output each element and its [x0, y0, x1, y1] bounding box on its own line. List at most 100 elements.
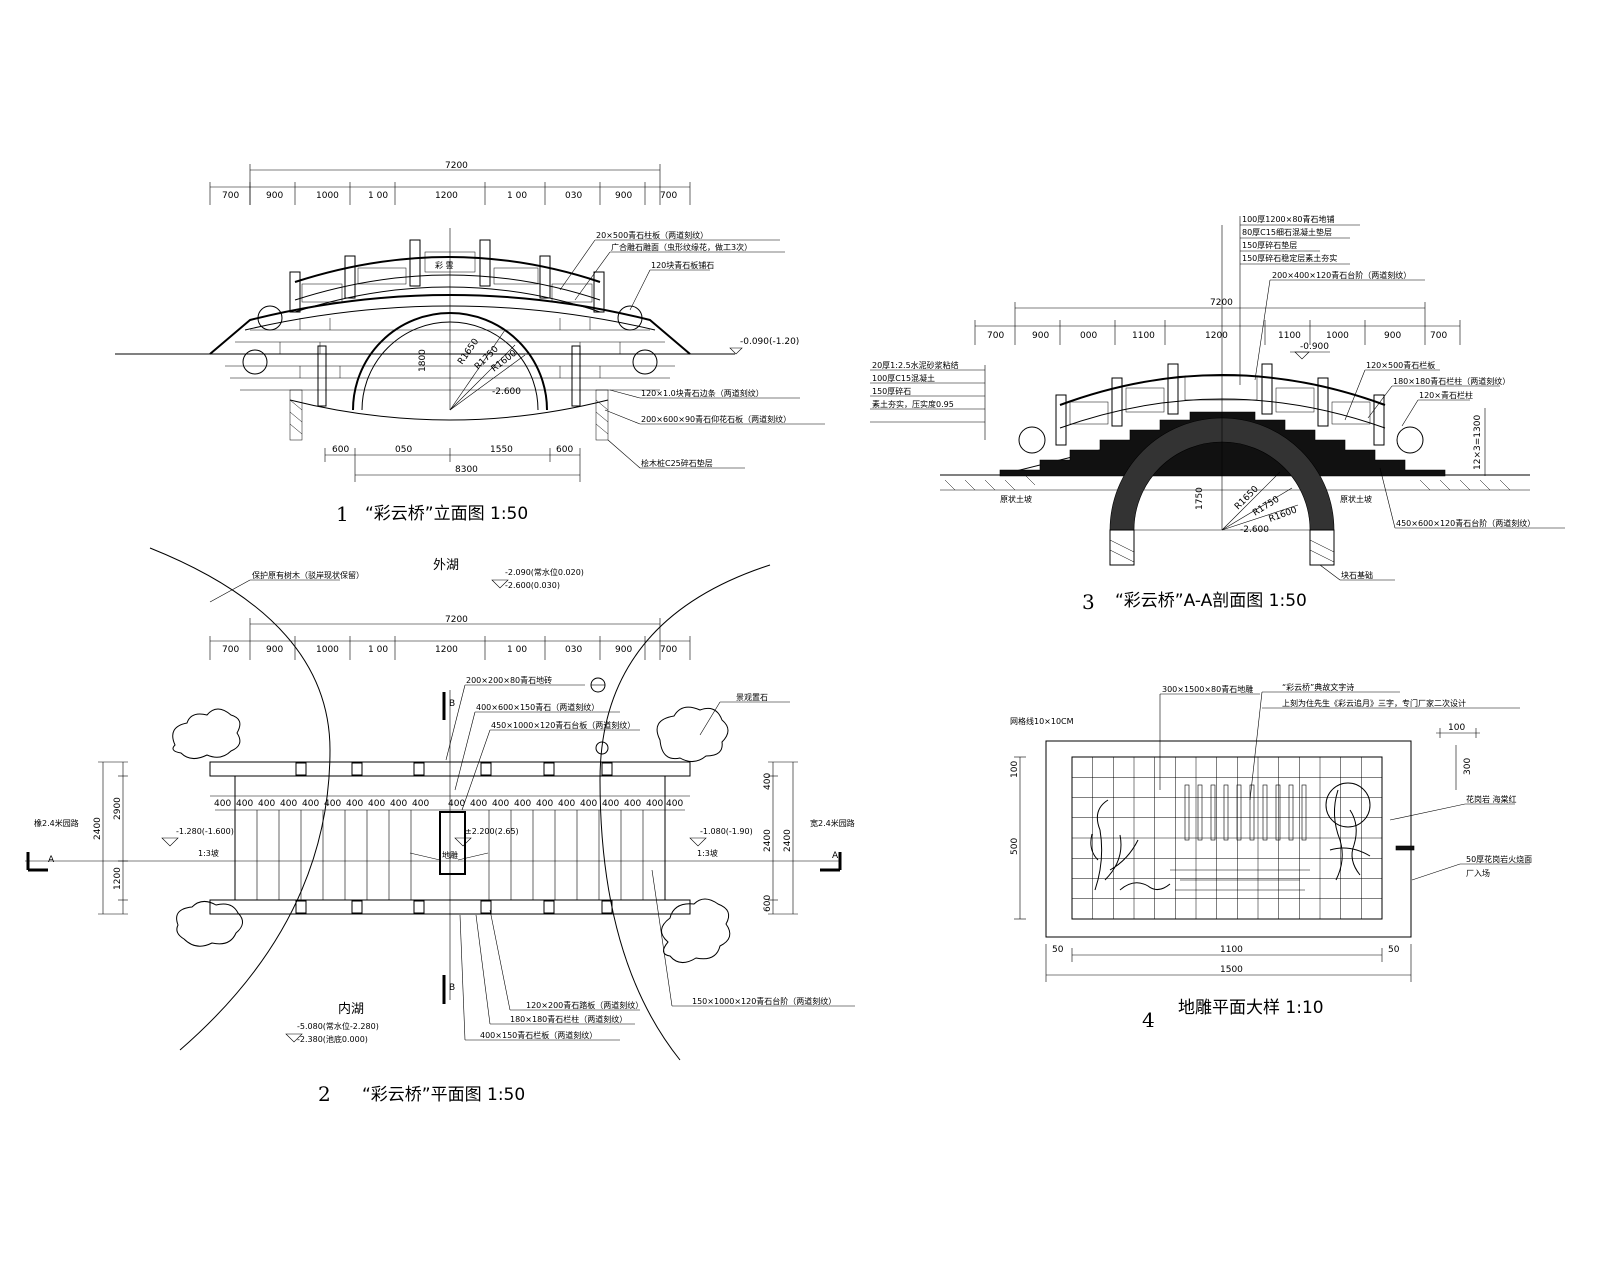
elev-dim-1: 900 — [266, 191, 283, 201]
plan-dim-8: 700 — [660, 645, 677, 655]
sect-b-top: B — [449, 699, 455, 709]
elev-bdim-2: 1550 — [490, 445, 513, 455]
sect-dim-6: 1000 — [1326, 331, 1349, 341]
section-top-total: 7200 — [1210, 298, 1233, 308]
plan-outer-lake: 外湖 — [433, 558, 459, 573]
plan-number: 2 — [318, 1082, 331, 1106]
elev-dim-5: 1 00 — [507, 191, 527, 201]
bal-dim-18: 400 — [624, 799, 641, 809]
sect-dim-4: 1200 — [1205, 331, 1228, 341]
plan-level-left: -1.280(-1.600) — [176, 827, 234, 836]
plan-inner-level-0: -5.080(常水位-2.280) — [297, 1021, 379, 1031]
carving-small-right: 50 — [1388, 945, 1400, 955]
elev-level-water: -2.600 — [492, 387, 521, 397]
elevation-drawing: 7200 700 900 1000 1 00 1200 1 00 030 900… — [115, 161, 825, 526]
sect-b-bottom: B — [449, 983, 455, 993]
plan-side-left-2: 1200 — [113, 867, 123, 890]
plan-label-left: 橡2.4米园路 — [34, 818, 79, 828]
elev-dim-7: 900 — [615, 191, 632, 201]
plan-side-left-0: 2400 — [93, 817, 103, 840]
sect-dim-7: 900 — [1384, 331, 1401, 341]
bal-dim-13: 400 — [514, 799, 531, 809]
elev-btotal: 8300 — [455, 465, 478, 475]
carving-note-3: 花岗岩 海棠红 — [1466, 794, 1517, 804]
elevation-number: 1 — [336, 502, 349, 526]
elevation-title: “彩云桥”立面图 1:50 — [365, 504, 528, 524]
section-drawing: 7200 700 900 000 1100 1200 1100 1000 900… — [870, 214, 1565, 614]
plan-dim-0: 700 — [222, 645, 239, 655]
carving-dim-outer: 1500 — [1220, 965, 1243, 975]
section-title: “彩云桥”A-A剖面图 1:50 — [1115, 591, 1307, 611]
sect-note-6: 100厚C15混凝土 — [872, 373, 935, 383]
carving-title: 地雕平面大样 1:10 — [1178, 998, 1324, 1018]
plan-label-right: 宽2.4米园路 — [810, 818, 855, 828]
carving-note-0: 300×1500×80青石地雕 — [1162, 684, 1253, 694]
plan-inner-level-1: -2.380(池底0.000) — [297, 1034, 368, 1044]
elev-dim-8: 700 — [660, 191, 677, 201]
plan-slope-right: 1:3坡 — [697, 848, 718, 858]
sect-tag-right: 原状土坡 — [1340, 494, 1372, 504]
carving-note-2: 上刻为住先生《彩云追月》三字，专门厂家二次设计 — [1282, 698, 1466, 708]
sect-height: 1750 — [1195, 487, 1205, 510]
sect-height-right: 12×3=1300 — [1473, 415, 1483, 470]
section-level: -0.900 — [1300, 342, 1329, 352]
bal-dim-11: 400 — [470, 799, 487, 809]
sect-note-2: 150厚碎石垫层 — [1242, 240, 1297, 250]
plan-note-8: 150×1000×120青石台阶（两道刻纹） — [692, 996, 836, 1006]
carving-drawing: 网格线10×10CM 1100 — [1010, 682, 1532, 1032]
elev-dim-3: 1 00 — [368, 191, 388, 201]
carving-small-left: 50 — [1052, 945, 1064, 955]
plan-note-1: 400×600×150青石（两道刻纹） — [476, 702, 599, 712]
elev-bdim-1: 050 — [395, 445, 412, 455]
plan-outer-level-1: -2.600(0.030) — [505, 581, 560, 590]
plan-side-left-1: 2900 — [113, 797, 123, 820]
plan-side-right-0: 400 — [763, 773, 773, 790]
plan-note-6: 180×180青石栏柱（两道刻纹） — [510, 1014, 627, 1024]
plan-dim-6: 030 — [565, 645, 582, 655]
bal-dim-9: 400 — [412, 799, 429, 809]
svg-text:彩 雲: 彩 雲 — [435, 260, 454, 270]
carving-dim-side-2: 300 — [1463, 758, 1473, 775]
bal-dim-3: 400 — [280, 799, 297, 809]
sect-a-left: A — [48, 855, 55, 865]
plan-dim-7: 900 — [615, 645, 632, 655]
carving-dim-top: 100 — [1448, 723, 1465, 733]
sect-dim-5: 1100 — [1278, 331, 1301, 341]
plan-dim-5: 1 00 — [507, 645, 527, 655]
bal-dim-20: 400 — [666, 799, 683, 809]
elev-note-2: 120块青石板铺石 — [651, 260, 714, 270]
plan-dim-4: 1200 — [435, 645, 458, 655]
sect-note-7: 150厚碎石 — [872, 386, 911, 396]
elev-note-0: 20×500青石柱板（两道刻纹） — [596, 230, 708, 240]
bal-dim-16: 400 — [580, 799, 597, 809]
elev-dim-6: 030 — [565, 191, 582, 201]
elev-dim-4: 1200 — [435, 191, 458, 201]
carving-poem — [1184, 784, 1307, 841]
plan-title: “彩云桥”平面图 1:50 — [362, 1085, 525, 1105]
sect-dim-3: 1100 — [1132, 331, 1155, 341]
sect-a-right: A — [832, 851, 839, 861]
sect-note-12: 450×600×120青石台阶（两道刻纹） — [1396, 518, 1535, 528]
sect-note-0: 100厚1200×80青石地铺 — [1242, 214, 1335, 224]
elev-dim-2: 1000 — [316, 191, 339, 201]
elev-note-5: 桧木桩C25碎石垫层 — [641, 458, 713, 468]
sect-dim-0: 700 — [987, 331, 1004, 341]
sect-note-3: 150厚碎石稳定层素土夯实 — [1242, 253, 1337, 263]
carving-note-5: 厂入场 — [1466, 869, 1490, 878]
sect-note-10: 180×180青石栏柱（两道刻纹） — [1393, 376, 1510, 386]
sect-water-level: -2.600 — [1240, 525, 1269, 535]
bal-dim-7: 400 — [368, 799, 385, 809]
bal-dim-5: 400 — [324, 799, 341, 809]
plan-side-right-1: 2400 — [763, 829, 773, 852]
carving-dim-inner: 1100 — [1220, 945, 1243, 955]
carving-grid-label: 网格线10×10CM — [1010, 716, 1074, 726]
sect-note-9: 120×500青石栏板 — [1366, 360, 1435, 370]
carving-note-1: “彩云桥”典故文字诗 — [1282, 682, 1354, 692]
elev-level-right: -0.090(-1.20) — [740, 337, 799, 347]
bal-dim-4: 400 — [302, 799, 319, 809]
carving-dim-side-0: 500 — [1010, 838, 1020, 855]
bal-dim-19: 400 — [646, 799, 663, 809]
plan-dim-1: 900 — [266, 645, 283, 655]
bal-dim-10: 400 — [448, 799, 465, 809]
plan-note-5: 120×200青石踏板（两道刻纹） — [526, 1000, 643, 1010]
